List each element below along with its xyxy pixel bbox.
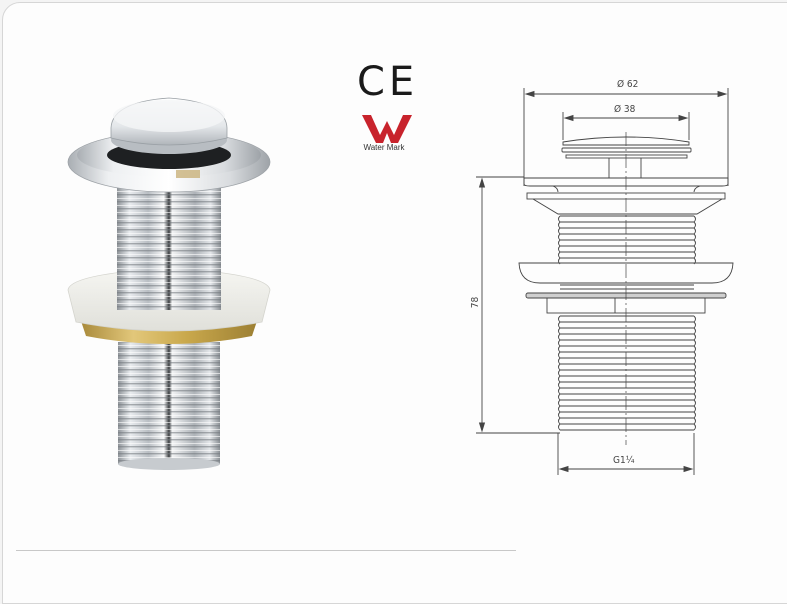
watermark-label: Water Mark [363,143,405,152]
ce-mark-icon: CE [357,59,419,105]
product-photo [67,97,271,470]
cap-diameter-label: Ø 38 [614,104,636,115]
technical-drawing [476,88,734,475]
bottom-rule [16,550,516,551]
thread-label: G1¼ [613,455,635,466]
watermark-w-icon [362,115,412,143]
outer-diameter-label: Ø 62 [617,79,639,90]
upper-threads [558,215,696,265]
height-label: 78 [470,296,482,309]
lower-threads [558,315,696,431]
